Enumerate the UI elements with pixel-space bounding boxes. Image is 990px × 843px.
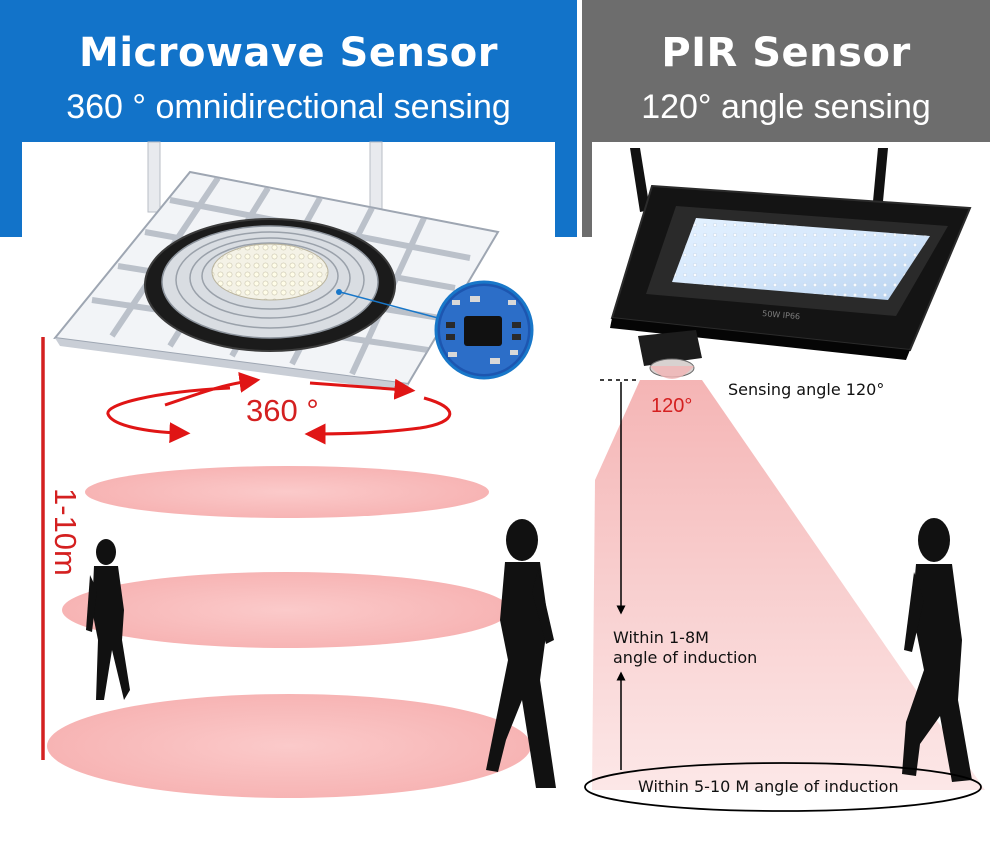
angle-label: 120° [651, 395, 693, 417]
range-line-2: angle of induction [613, 648, 758, 667]
microwave-subtitle: 360 ° omnidirectional sensing [66, 88, 511, 126]
floor-detection-ellipse [584, 762, 982, 812]
person-silhouette-left-large [486, 519, 556, 788]
microwave-title: Microwave Sensor [79, 30, 498, 76]
hanging-bracket [147, 141, 383, 213]
range-line-1: Within 1-8M [613, 628, 709, 647]
bottom-caption: Within 5-10 M angle of induction [638, 777, 899, 796]
sensor-board-magnifier [336, 280, 534, 380]
person-silhouette-left-small [86, 539, 130, 700]
rotation-arrows [106, 371, 452, 445]
range-label: 1-10m [48, 488, 83, 576]
pir-title: PIR Sensor [661, 30, 911, 76]
mount-pole [630, 148, 888, 212]
detection-zones [47, 466, 531, 798]
high-bay-lamp [53, 170, 500, 392]
person-silhouette-right [902, 518, 972, 782]
pir-subtitle: 120° angle sensing [641, 88, 931, 126]
sensing-beam [592, 380, 985, 790]
angle-caption: Sensing angle 120° [728, 380, 885, 399]
rotation-label: 360 ° [246, 393, 319, 428]
flood-light: 50W IP66 [610, 184, 972, 360]
fixture-marking: 50W IP66 [762, 309, 801, 321]
pir-sensor-head [638, 330, 702, 379]
